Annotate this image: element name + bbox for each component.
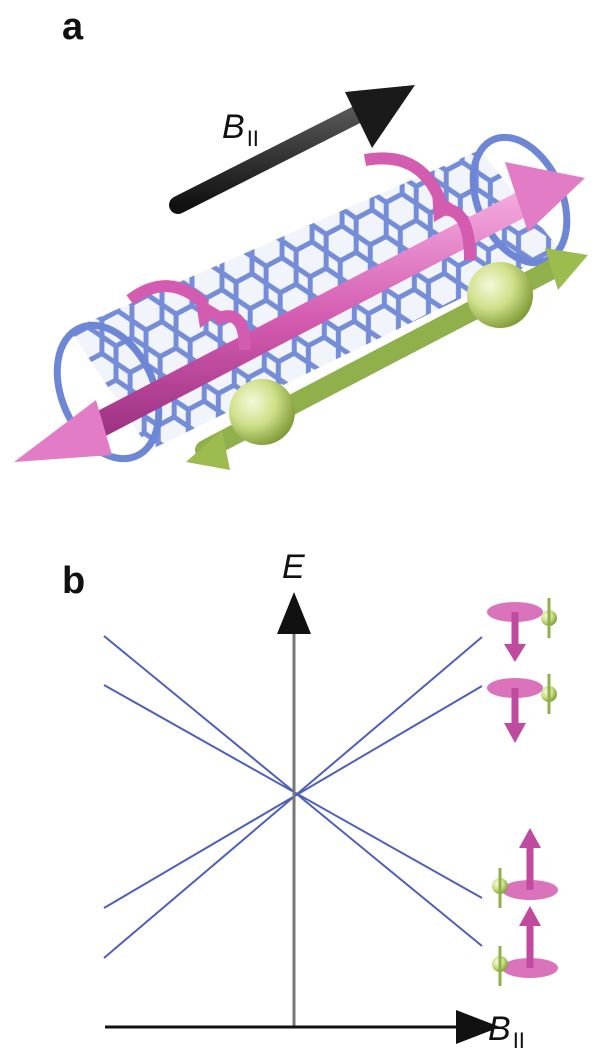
state-icon-3 [492, 828, 558, 908]
state-icon-4 [492, 906, 558, 986]
x-axis-arrowhead [456, 1010, 500, 1044]
state-icon-2 [487, 674, 557, 743]
electron-sphere [467, 262, 533, 328]
y-axis-arrowhead [277, 592, 311, 634]
state-icon-1 [487, 598, 557, 662]
electron-sphere [229, 379, 295, 445]
axes [105, 592, 500, 1044]
field-arrow [178, 85, 415, 205]
